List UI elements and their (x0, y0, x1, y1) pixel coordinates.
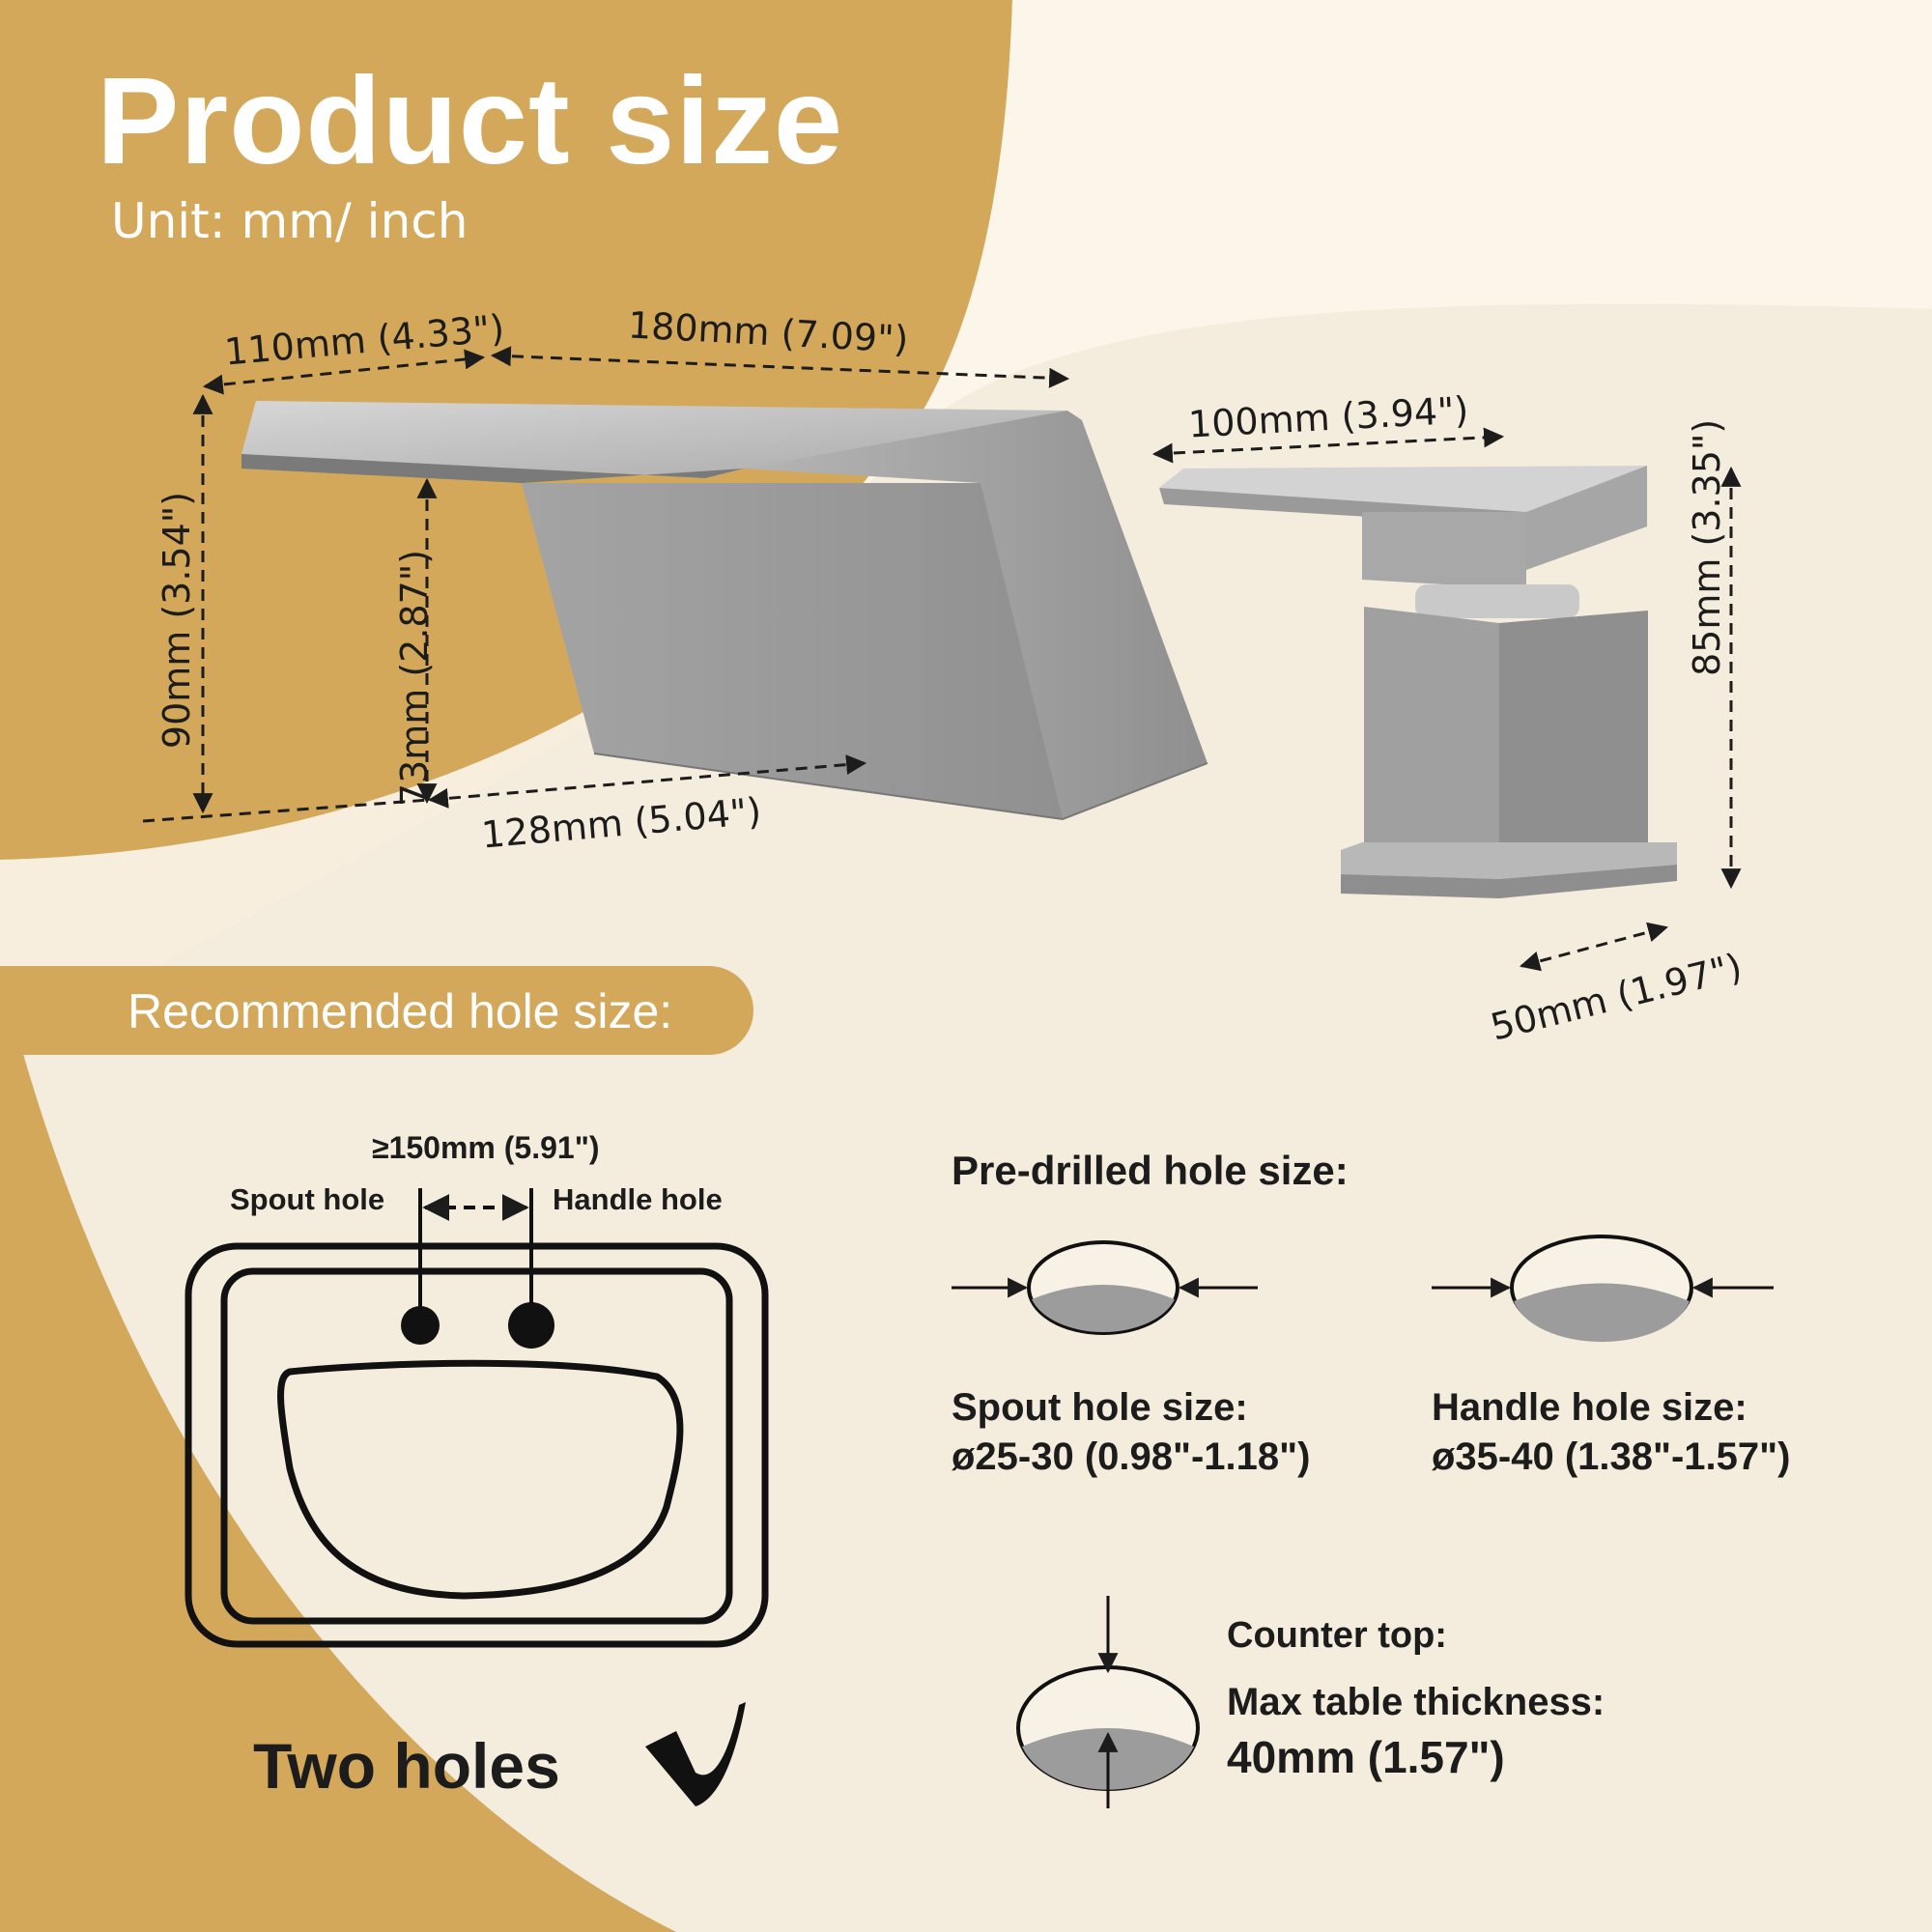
dim-spout-height: 90mm (3.54") (156, 491, 199, 750)
spout-hole-size-value: ø25-30 (0.98"-1.18") (952, 1435, 1311, 1478)
dim-handle-height: 85mm (3.35") (1686, 418, 1728, 676)
hole-spacing-label: ≥150mm (5.91") (372, 1130, 600, 1165)
counter-top-title: Counter top: (1227, 1615, 1447, 1656)
spout-hole-size-title: Spout hole size: (952, 1386, 1248, 1429)
page-title: Product size (97, 52, 844, 190)
counter-top-diagram (1016, 1596, 1200, 1808)
dim-spout-clearance: 73mm (2.87") (393, 549, 437, 808)
unit-label: Unit: mm/ inch (111, 193, 469, 249)
max-thickness-value: 40mm (1.57") (1227, 1732, 1505, 1782)
handle-hole-size-value: ø35-40 (1.38"-1.57") (1432, 1435, 1791, 1478)
handle-hole-label: Handle hole (553, 1182, 723, 1216)
spout-hole-diagram (952, 1240, 1258, 1335)
recommended-heading: Recommended hole size: (128, 984, 673, 1038)
recommended-banner (0, 966, 753, 1055)
handle-hole-size-title: Handle hole size: (1432, 1386, 1747, 1429)
spout-hole-label: Spout hole (230, 1182, 385, 1216)
handle-illustration (1159, 466, 1677, 898)
two-holes-label: Two holes (253, 1730, 560, 1802)
handle-hole-diagram (1432, 1235, 1774, 1343)
checkmark-icon (645, 1702, 746, 1806)
dimension-lines (142, 346, 1742, 972)
spout-illustration (242, 401, 1208, 821)
max-thickness-label: Max table thickness: (1227, 1681, 1605, 1723)
sink-diagram (185, 1188, 769, 1648)
predrilled-heading: Pre-drilled hole size: (952, 1148, 1349, 1193)
